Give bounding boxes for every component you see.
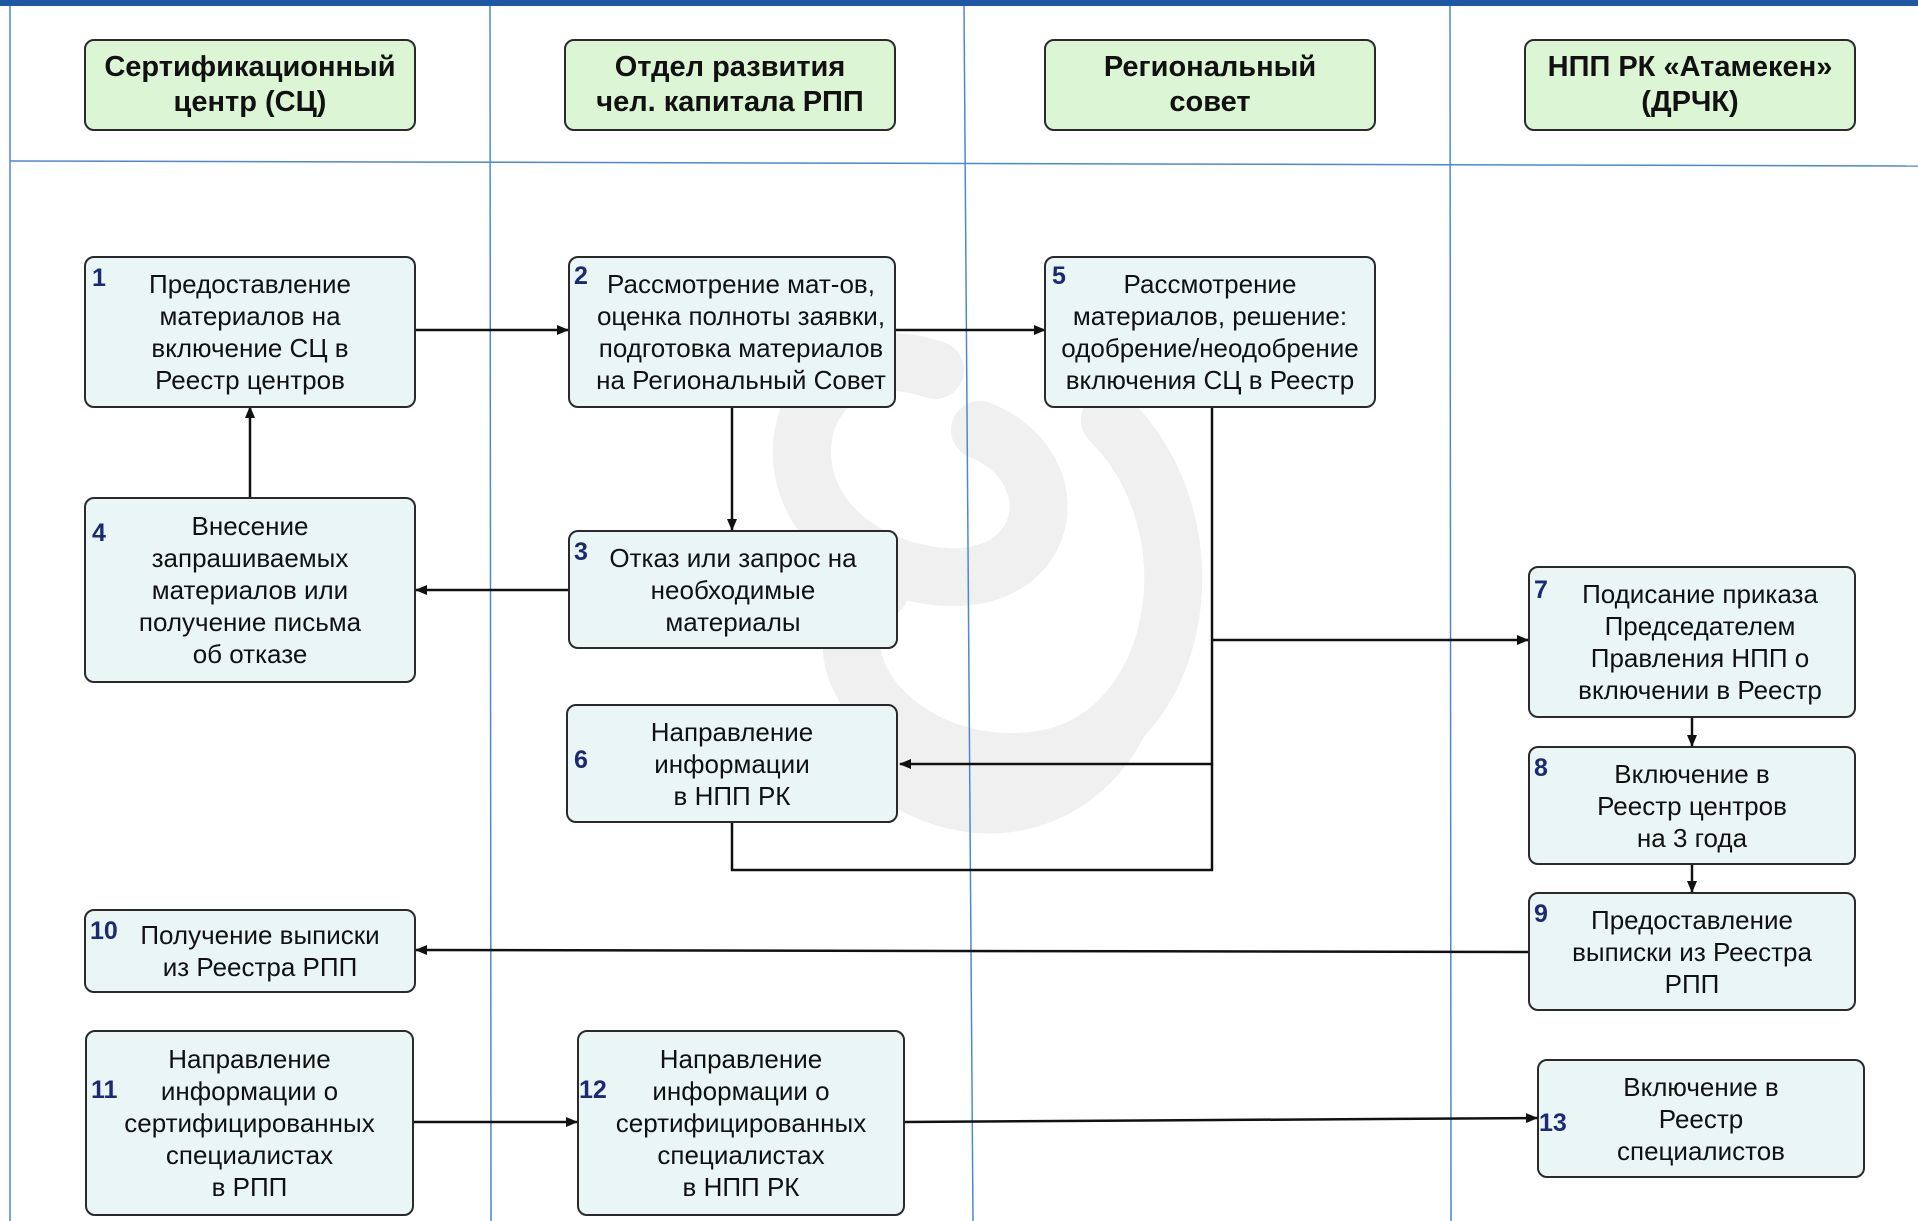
step-number: 6 bbox=[574, 746, 588, 774]
lane-divider-1 bbox=[489, 5, 492, 1221]
step-7-box: 7 Подисание приказа Председателем Правле… bbox=[1528, 566, 1856, 718]
step-13-box: 13 Включение в Реестр специалистов bbox=[1537, 1059, 1865, 1178]
step-4-box: 4 Внесение запрашиваемых материалов или … bbox=[84, 497, 416, 683]
step-label: Подисание приказа Председателем Правлени… bbox=[1578, 579, 1822, 705]
lane-header-certification-center: Сертификационный центр (СЦ) bbox=[84, 39, 416, 131]
step-number: 4 bbox=[92, 519, 106, 547]
swimlane-grid bbox=[9, 5, 1918, 1221]
lane-header-hr-development-dept: Отдел развития чел. капитала РПП bbox=[564, 39, 896, 131]
step-number: 1 bbox=[92, 264, 106, 292]
top-accent-bar bbox=[0, 0, 1918, 6]
step-label: Направление информации о сертифицированн… bbox=[124, 1044, 375, 1202]
step-label: Отказ или запрос на необходимые материал… bbox=[609, 542, 857, 637]
step-number: 12 bbox=[579, 1076, 607, 1104]
step-label: Включение в Реестр центров на 3 года bbox=[1597, 758, 1787, 853]
lane-header-regional-council: Региональный совет bbox=[1044, 39, 1376, 131]
step-label: Направление информации в НПП РК bbox=[650, 716, 814, 811]
step-8-box: 8 Включение в Реестр центров на 3 года bbox=[1528, 746, 1856, 865]
step-number: 5 bbox=[1052, 262, 1066, 290]
header-separator bbox=[9, 160, 1918, 167]
step-3-box: 3 Отказ или запрос на необходимые матери… bbox=[568, 530, 898, 649]
connectors bbox=[245, 325, 1697, 1127]
step-number: 9 bbox=[1534, 900, 1548, 928]
step-12-box: 12 Направление информации о сертифициров… bbox=[577, 1030, 905, 1216]
step-label: Предоставление выписки из Реестра РПП bbox=[1572, 904, 1812, 999]
step-label: Предоставление материалов на включение С… bbox=[149, 269, 351, 395]
line-6-to-5 bbox=[730, 764, 1214, 872]
step-number: 8 bbox=[1534, 754, 1548, 782]
step-number: 3 bbox=[574, 538, 588, 566]
step-number: 7 bbox=[1534, 576, 1548, 604]
step-1-box: 1 Предоставление материалов на включение… bbox=[84, 256, 416, 408]
arrow-9-to-10 bbox=[415, 945, 1529, 956]
step-number: 10 bbox=[90, 917, 118, 945]
lane-header-npp-atameken: НПП РК «Атамекен» (ДРЧК) bbox=[1524, 39, 1856, 131]
step-label: Направление информации о сертифицированн… bbox=[615, 1044, 867, 1202]
step-label: Рассмотрение материалов, решение: одобре… bbox=[1061, 269, 1359, 395]
lane-divider-2 bbox=[963, 5, 974, 1221]
step-5-box: 5 Рассмотрение материалов, решение: одоб… bbox=[1044, 256, 1376, 408]
arrow-12-to-13 bbox=[904, 1113, 1538, 1124]
step-label: Получение выписки из Реестра РПП bbox=[140, 920, 380, 982]
step-number: 11 bbox=[91, 1076, 118, 1104]
step-label: Внесение запрашиваемых материалов или по… bbox=[138, 511, 362, 669]
step-number: 2 bbox=[574, 262, 588, 290]
step-11-box: 11 Направление информации о сертифициров… bbox=[85, 1030, 414, 1216]
step-9-box: 9 Предоставление выписки из Реестра РПП bbox=[1528, 892, 1856, 1011]
lane-divider-3 bbox=[1449, 5, 1452, 1221]
step-6-box: 6 Направление информации в НПП РК bbox=[566, 704, 898, 823]
step-number: 13 bbox=[1539, 1109, 1567, 1137]
step-10-box: 10 Получение выписки из Реестра РПП bbox=[84, 909, 416, 993]
step-label: Включение в Реестр специалистов bbox=[1617, 1071, 1785, 1166]
step-label: Рассмотрение мат-ов, оценка полноты заяв… bbox=[596, 269, 886, 395]
step-2-box: 2 Рассмотрение мат-ов, оценка полноты за… bbox=[568, 256, 896, 408]
